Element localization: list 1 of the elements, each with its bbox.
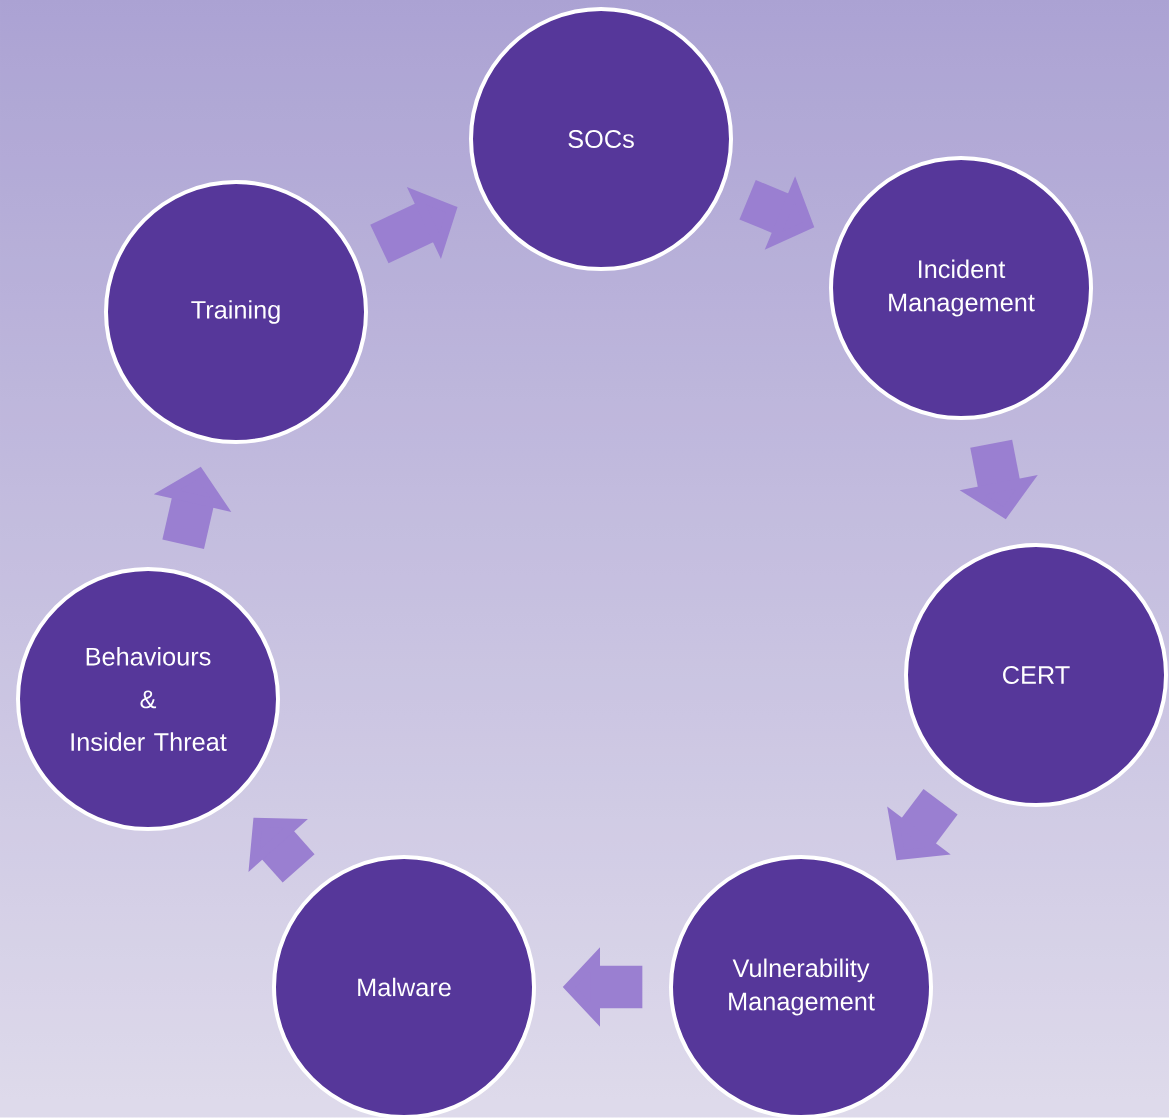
block-arrow	[248, 817, 315, 883]
